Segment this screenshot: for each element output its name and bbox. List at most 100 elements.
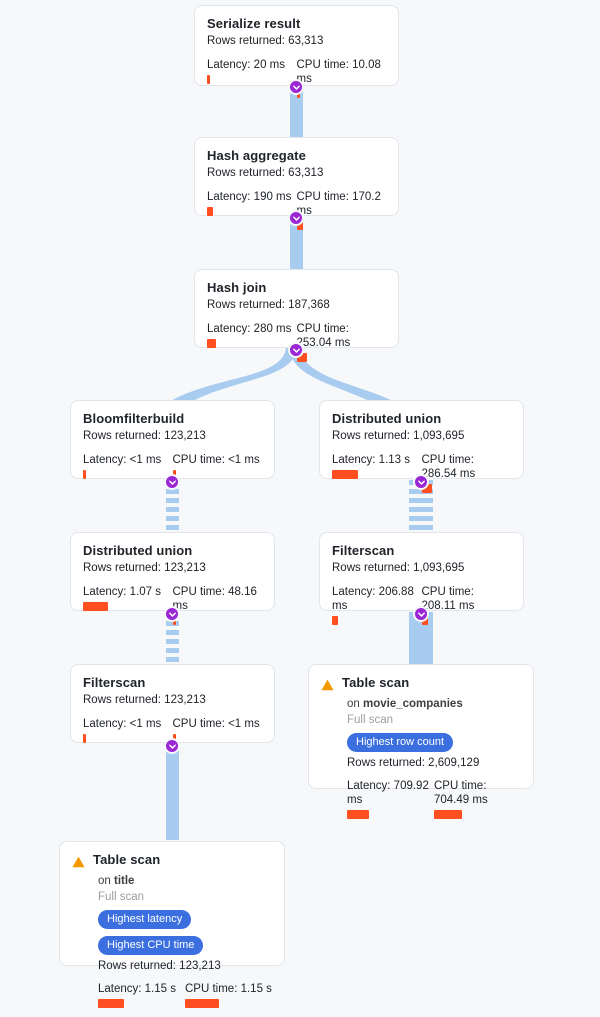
node-hash-join[interactable]: Hash join Rows returned: 187,368 Latency…: [194, 269, 399, 362]
edge-bloomfilter-to-distributed-union: [166, 480, 179, 530]
node-title: Distributed union: [83, 543, 193, 558]
latency-metric: Latency: 206.88 ms: [332, 585, 422, 625]
edge-badge-filterscan-to-table-scan-movie-companies[interactable]: [413, 606, 429, 622]
node-header: Hash join: [207, 280, 386, 296]
cpu-label: CPU time: <1 ms: [172, 454, 260, 466]
latency-bar: [83, 470, 86, 479]
cpu-metric: CPU time: 1.15 s: [185, 982, 272, 1008]
metrics: Latency: <1 ms CPU time: <1 ms: [83, 717, 262, 743]
edge-hash-join-fanout: [152, 348, 432, 444]
node-filterscan-left[interactable]: Filterscan Rows returned: 123,213 Latenc…: [70, 664, 275, 743]
cpu-metric: CPU time: 253.04 ms: [296, 322, 387, 362]
node-table-scan-title[interactable]: Table scan on title Full scan Highest la…: [59, 841, 285, 1008]
cpu-metric: CPU time: 10.08 ms: [296, 58, 387, 98]
cpu-metric: CPU time: 208.11 ms: [421, 585, 512, 625]
metrics: Latency: 1.15 s CPU time: 1.15 s: [98, 982, 272, 1008]
node-title: Serialize result: [207, 16, 301, 31]
table-name: movie_companies: [363, 698, 463, 710]
edge-badge-filterscan-to-table-scan-title[interactable]: [164, 738, 180, 754]
latency-bar: [83, 602, 108, 611]
latency-metric: Latency: <1 ms: [83, 453, 173, 479]
scan-type: Full scan: [347, 714, 394, 726]
latency-label: Latency: 20 ms: [207, 59, 285, 71]
node-title: Table scan: [93, 852, 161, 867]
cpu-label: CPU time: 253.04 ms: [296, 323, 351, 349]
rows-returned: Rows returned: 123,213: [83, 694, 206, 706]
cpu-metric: CPU time: <1 ms: [172, 453, 263, 479]
chevron-down-icon: [168, 612, 176, 617]
edge-distributed-union-to-filterscan-left: [166, 612, 179, 662]
edge-badge-distributed-union-to-filterscan-right[interactable]: [413, 474, 429, 490]
node-body: on movie_companies Full scan Highest row…: [321, 697, 521, 819]
cpu-label: CPU time: 1.15 s: [185, 983, 272, 995]
cpu-label: CPU time: 286.54 ms: [421, 454, 476, 480]
chevron-down-icon: [168, 744, 176, 749]
on-prefix: on: [347, 698, 363, 710]
node-header: Table scan: [72, 852, 272, 873]
node-filterscan-right[interactable]: Filterscan Rows returned: 1,093,695 Late…: [319, 532, 524, 625]
latency-metric: Latency: 20 ms: [207, 58, 297, 98]
metrics: Latency: 709.92 ms CPU time: 704.49 ms: [347, 779, 521, 819]
latency-label: Latency: 190 ms: [207, 191, 292, 203]
cpu-bar: [434, 810, 462, 819]
latency-bar: [347, 810, 369, 819]
rows-returned: Rows returned: 2,609,129: [347, 757, 480, 769]
node-hash-aggregate[interactable]: Hash aggregate Rows returned: 63,313 Lat…: [194, 137, 399, 230]
latency-bar: [207, 207, 213, 216]
table-reference: on title: [98, 874, 272, 889]
cpu-metric: CPU time: 48.16 ms: [172, 585, 263, 625]
latency-label: Latency: 280 ms: [207, 323, 292, 335]
node-title: Filterscan: [83, 675, 146, 690]
node-bloomfilterbuild[interactable]: Bloomfilterbuild Rows returned: 123,213 …: [70, 400, 275, 479]
warning-triangle-icon: [321, 678, 334, 696]
latency-label: Latency: <1 ms: [83, 454, 162, 466]
rows-returned: Rows returned: 123,213: [98, 960, 221, 972]
cpu-metric: CPU time: 286.54 ms: [421, 453, 512, 493]
cpu-bar: [421, 484, 432, 493]
edge-badge-serialize-to-hash-aggregate[interactable]: [288, 79, 304, 95]
edge-badge-hash-aggregate-to-hash-join[interactable]: [288, 210, 304, 226]
latency-label: Latency: 709.92 ms: [347, 780, 429, 806]
node-title: Table scan: [342, 675, 410, 690]
node-title: Distributed union: [332, 411, 442, 426]
latency-bar: [98, 999, 124, 1008]
table-reference: on movie_companies: [347, 697, 521, 712]
chevron-down-icon: [417, 480, 425, 485]
node-header-text: Table scan: [93, 852, 160, 868]
cpu-label: CPU time: 208.11 ms: [421, 586, 475, 612]
rows-returned: Rows returned: 63,313: [207, 35, 324, 47]
chevron-down-icon: [417, 612, 425, 617]
cpu-label: CPU time: 704.49 ms: [434, 780, 488, 806]
node-body: on title Full scan Highest latency Highe…: [72, 874, 272, 1008]
metrics: Latency: 20 ms CPU time: 10.08 ms: [207, 58, 386, 98]
metrics: Latency: 1.07 s CPU time: 48.16 ms: [83, 585, 262, 625]
node-header: Bloomfilterbuild: [83, 411, 262, 427]
node-header-text: Table scan: [342, 675, 409, 691]
node-header: Distributed union: [83, 543, 262, 559]
status-badge-highest-latency: Highest latency: [98, 910, 192, 929]
node-header: Table scan: [321, 675, 521, 696]
cpu-bar: [296, 353, 307, 362]
edge-badge-distributed-union-to-filterscan-left[interactable]: [164, 606, 180, 622]
latency-metric: Latency: <1 ms: [83, 717, 173, 743]
metrics: Latency: 206.88 ms CPU time: 208.11 ms: [332, 585, 511, 625]
node-title: Hash aggregate: [207, 148, 306, 163]
node-serialize-result[interactable]: Serialize result Rows returned: 63,313 L…: [194, 5, 399, 98]
cpu-label: CPU time: 10.08 ms: [296, 59, 381, 85]
latency-metric: Latency: 709.92 ms: [347, 779, 434, 819]
latency-label: Latency: <1 ms: [83, 718, 162, 730]
node-title: Filterscan: [332, 543, 395, 558]
node-distributed-union-left[interactable]: Distributed union Rows returned: 123,213…: [70, 532, 275, 625]
status-badge: Highest row count: [347, 733, 454, 752]
edge-badge-hash-join-fanout[interactable]: [288, 342, 304, 358]
latency-bar: [83, 734, 86, 743]
node-distributed-union-right[interactable]: Distributed union Rows returned: 1,093,6…: [319, 400, 524, 493]
chevron-down-icon: [292, 216, 300, 221]
cpu-metric: CPU time: 170.2 ms: [296, 190, 387, 230]
latency-bar: [207, 339, 216, 348]
cpu-metric: CPU time: 704.49 ms: [434, 779, 521, 819]
node-table-scan-movie-companies[interactable]: Table scan on movie_companies Full scan …: [308, 664, 534, 819]
latency-metric: Latency: 1.15 s: [98, 982, 185, 1008]
edge-badge-bloomfilter-to-distributed-union[interactable]: [164, 474, 180, 490]
